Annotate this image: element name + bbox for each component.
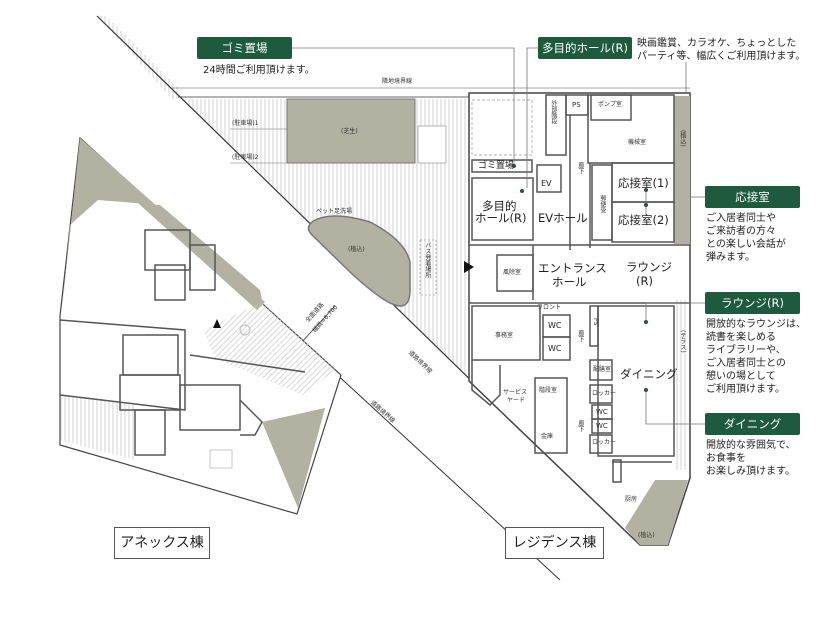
annex-walls <box>59 229 306 469</box>
road-width-dimension <box>299 305 336 345</box>
room-corridor: 廊下 <box>576 162 584 174</box>
planting-south-label: (植込) <box>638 532 655 539</box>
text-line: ご来訪者の方々 <box>706 226 776 237</box>
room-ev: EV <box>541 179 552 188</box>
text-line: 読書を楽しめる <box>706 332 776 343</box>
text-line: 開放的なラウンジは、 <box>706 319 806 330</box>
room-lounge-2: (R) <box>636 274 653 288</box>
lawn-area <box>286 98 416 164</box>
room-machine: 機械室 <box>628 139 647 146</box>
room-gomi: ゴミ置場 <box>478 161 515 171</box>
residence-planting-east <box>674 96 690 244</box>
room-entrance-2: ホール <box>552 275 587 289</box>
room-locker: ロッカー <box>592 390 617 397</box>
planting-label: (植込) <box>348 246 365 253</box>
room-lounge-1: ラウンジ <box>626 260 672 274</box>
parking-2-label: (駐車場)2 <box>232 154 259 161</box>
room-windbreak: 風除室 <box>503 269 522 276</box>
room-front: フロント <box>537 304 562 311</box>
room-kitchen: 厨房 <box>625 496 638 503</box>
room-multi-hall-2: ホール(R) <box>475 211 527 225</box>
text-line: 憩いの場として <box>706 371 776 382</box>
room-wc: WC <box>548 321 562 330</box>
annex-building-label: アネックス棟 <box>114 527 210 559</box>
room-ev-hall: EVホール <box>538 211 588 225</box>
room-ps: PS <box>591 318 599 326</box>
terrace-label: (テラス) <box>678 330 686 353</box>
text-line: パーティ等、幅広くご利用頂けます。 <box>637 51 806 62</box>
room-ps: PS <box>572 101 581 109</box>
room-safe: 金庫 <box>541 433 554 440</box>
bus-stop-area <box>419 239 437 296</box>
terrace <box>676 300 688 470</box>
room-corridor: 廊下 <box>576 330 584 342</box>
room-office: 事務室 <box>495 332 514 339</box>
annex-entrance-arrow-icon <box>213 319 221 328</box>
room-emergency-stairs: 外部階段 <box>549 100 557 124</box>
callout-leader-lines <box>292 47 705 425</box>
room-wc: WC <box>596 408 608 416</box>
room-entrance-1: エントランス <box>538 261 607 275</box>
text-line: ライブラリーや、 <box>706 345 786 356</box>
callout-dots <box>512 164 648 392</box>
annex-hatch <box>60 395 135 460</box>
room-stairs: 階段室 <box>539 387 558 394</box>
text-line: ご利用頂けます。 <box>706 384 785 395</box>
text-line: 映画鑑賞、カラオケ、ちょっとした <box>637 38 797 49</box>
neighbor-boundary-label: 隣地境界線 <box>382 78 413 85</box>
annex-planting-corner <box>262 408 325 508</box>
text-line: 開放的な雰囲気で、 <box>706 440 796 451</box>
room-pantry: 配膳室 <box>593 366 612 373</box>
callout-dining-text: 開放的な雰囲気で、 お食事を お楽しみ頂けます。 <box>706 439 796 478</box>
text-line: お食事を <box>706 453 746 464</box>
text-line: ご入居者同士との <box>706 358 786 369</box>
annex-planting <box>62 138 262 310</box>
room-corridor: 廊下 <box>576 420 584 432</box>
callout-dining-title: ダイニング <box>705 413 800 435</box>
room-reception-2: 応接室(2) <box>618 213 669 227</box>
residence-planting-south <box>625 480 688 545</box>
text-line: ご入居者同士や <box>706 213 776 224</box>
text-line: 弾みます。 <box>706 252 755 263</box>
room-service-yard-2: ヤード <box>507 397 526 404</box>
callout-hall-title: 多目的ホール(R) <box>538 37 632 59</box>
planting-bed <box>307 215 411 307</box>
annex-planting-strip <box>80 138 265 310</box>
planting-east-label: (植込) <box>678 130 686 147</box>
callout-gomi-text: 24時間ご利用頂けます。 <box>203 65 315 76</box>
room-locker: ロッカー <box>592 439 617 446</box>
entrance-arrow-icon <box>464 261 474 273</box>
callout-reception-title: 応接室 <box>705 186 800 208</box>
callout-gomi-title: ゴミ置場 <box>197 37 292 59</box>
text-line: お楽しみ頂けます。 <box>706 466 795 477</box>
room-reception-1: 応接室(1) <box>618 176 669 190</box>
room-service-yard-1: サービス <box>503 389 528 396</box>
parking-1-label: (駐車場)1 <box>232 120 259 127</box>
residence-building-label: レジデンス棟 <box>505 527 604 559</box>
callout-lounge-title: ラウンジ(R) <box>705 292 800 314</box>
room-pump: ポンプ室 <box>598 101 622 108</box>
callout-reception-text: ご入居者同士や ご来訪者の方々 との楽しい会話が 弾みます。 <box>706 212 786 264</box>
room-multi-hall-1: 多目的 <box>482 199 517 213</box>
room-wc: WC <box>548 344 562 353</box>
room-wc: WC <box>596 422 608 430</box>
text-line: との楽しい会話が <box>706 239 786 250</box>
bus-stop-label: バス発着場所 <box>423 242 431 278</box>
lawn-label: (芝生) <box>341 128 358 135</box>
callout-lounge-text: 開放的なラウンジは、 読書を楽しめる ライブラリーや、 ご入居者同士との 憩いの… <box>706 318 806 396</box>
callout-hall-text: 映画鑑賞、カラオケ、ちょっとした パーティ等、幅広くご利用頂けます。 <box>637 37 805 63</box>
room-mail: 郵便受 <box>598 195 606 213</box>
room-dining: ダイニング <box>620 367 678 381</box>
pet-wash-label: ペット足洗場 <box>316 208 353 215</box>
